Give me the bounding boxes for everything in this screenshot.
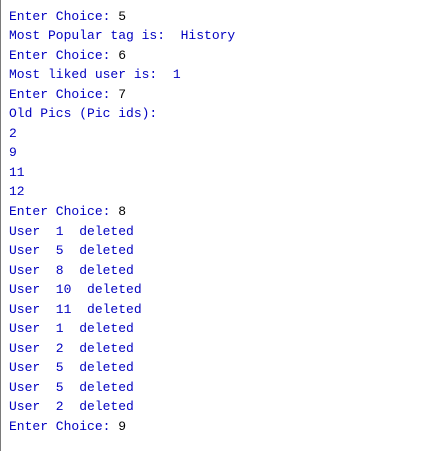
console-output-text: 9: [9, 145, 17, 161]
console-line: User 5 deleted: [9, 358, 235, 378]
console-line: User 10 deleted: [9, 280, 235, 300]
console-line: Old Pics (Pic ids):: [9, 104, 235, 124]
console-output-text: Most Popular tag is: History: [9, 28, 236, 44]
console-output-text: User 8 deleted: [9, 262, 134, 278]
console-line: Pic id: 11: [9, 0, 235, 7]
console-output-text: User 2 deleted: [9, 399, 134, 415]
console-user-input: 6: [118, 47, 127, 63]
console-output-text: 2: [9, 125, 17, 141]
console-line: User 5 deleted: [9, 241, 235, 261]
console-line: 2: [9, 124, 235, 144]
console-output-text: User 2 deleted: [9, 340, 134, 356]
console-user-input: 7: [118, 86, 127, 102]
console-line: User 2 deleted: [9, 397, 235, 417]
console-output-text: Enter Choice:: [9, 8, 119, 24]
console-line: 12: [9, 182, 235, 202]
console-output-text: User 10 deleted: [9, 282, 142, 298]
console-line: User 1 deleted: [9, 222, 235, 242]
console-user-input: 9: [118, 419, 127, 435]
console-output-text: User 1 deleted: [9, 321, 134, 337]
console-output-text: User 5 deleted: [9, 243, 134, 259]
console-output-text: 11: [9, 164, 25, 180]
console-line: Enter Choice: 8: [9, 202, 235, 222]
console-output-text: Enter Choice:: [9, 419, 119, 435]
console-line: 11: [9, 163, 235, 183]
console-line: Enter Choice: 7: [9, 85, 235, 105]
console-output-text: Enter Choice:: [9, 86, 119, 102]
console-line: Enter Choice: 9: [9, 417, 235, 437]
console-line: Most liked user is: 1: [9, 65, 235, 85]
console-output-text: User 5 deleted: [9, 379, 134, 395]
console-output-text: User 5 deleted: [9, 360, 134, 376]
console-line: Enter Choice: 6: [9, 46, 235, 66]
console-user-input: 11: [79, 0, 95, 4]
console-user-input: 8: [118, 204, 127, 220]
console-line: Enter Choice: 5: [9, 7, 235, 27]
console-output-text: Enter Choice:: [9, 47, 119, 63]
console-line: User 1 deleted: [9, 319, 235, 339]
console-line: User 8 deleted: [9, 261, 235, 281]
console-output-text: User 11 deleted: [9, 301, 142, 317]
console-output-text: Pic id:: [9, 0, 79, 4]
console-user-input: 5: [118, 8, 127, 24]
console-line: User 5 deleted: [9, 378, 235, 398]
console-line: User 11 deleted: [9, 300, 235, 320]
console-output-text: User 1 deleted: [9, 223, 134, 239]
console-line: User 2 deleted: [9, 339, 235, 359]
console-line: 9: [9, 143, 235, 163]
console-output-text: Old Pics (Pic ids):: [9, 106, 158, 122]
console-output-text: Enter Choice:: [9, 204, 119, 220]
console-output-text: Most liked user is: 1: [9, 67, 181, 83]
console-line: Most Popular tag is: History: [9, 26, 235, 46]
console-output-text: 12: [9, 184, 25, 200]
